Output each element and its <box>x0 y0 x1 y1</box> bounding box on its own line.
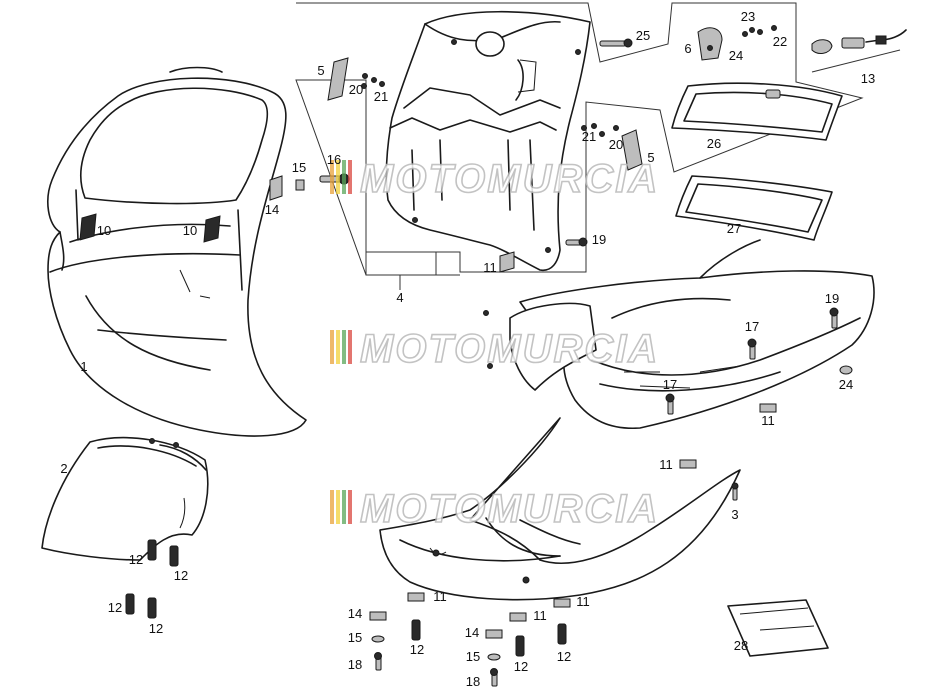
callout-c10b: 10 <box>183 223 197 238</box>
callout-c12b: 12 <box>174 568 188 583</box>
callout-c12d: 12 <box>149 621 163 636</box>
watermark-stripe <box>348 160 352 194</box>
watermark-text: MOTOMURCIA <box>360 157 659 201</box>
callout-c11b: 11 <box>761 413 775 428</box>
callout-c12c: 12 <box>108 600 122 615</box>
watermark-stripe <box>330 160 334 194</box>
callout-c21a: 21 <box>374 89 388 104</box>
watermark-stripe <box>336 490 340 524</box>
watermark-stripe <box>342 490 346 524</box>
callout-c27: 27 <box>727 221 741 236</box>
callout-c17b: 17 <box>663 377 677 392</box>
callout-c18b: 18 <box>466 674 480 689</box>
callout-c18a: 18 <box>348 657 362 672</box>
tray-lid-part <box>671 82 843 141</box>
callout-c10a: 10 <box>97 223 111 238</box>
callout-c5a: 5 <box>317 63 324 78</box>
callout-c11a: 11 <box>483 260 497 275</box>
callout-c4: 4 <box>396 290 403 305</box>
callout-c15a: 15 <box>292 160 306 175</box>
callout-c25: 25 <box>636 28 650 43</box>
watermark-stripe <box>348 330 352 364</box>
callout-c6: 6 <box>684 41 691 56</box>
front-mudguard-part <box>41 436 209 561</box>
watermark-layer: MOTOMURCIA MOTOMURCIA MOTOMURCIA <box>330 156 659 532</box>
callout-c11d: 11 <box>433 589 447 604</box>
leg-shield-inner-part <box>385 10 591 272</box>
callout-c14c: 14 <box>465 625 479 640</box>
leg-shield-hardware-left <box>269 57 385 201</box>
callout-c12e: 12 <box>410 642 424 657</box>
callout-c12g: 12 <box>557 649 571 664</box>
callout-c12a: 12 <box>129 552 143 567</box>
callout-c16: 16 <box>327 152 341 167</box>
callout-c5b: 5 <box>647 150 654 165</box>
callout-c13: 13 <box>861 71 875 86</box>
front-shield-part <box>47 66 307 437</box>
underbody-part <box>379 417 741 601</box>
watermark-stripe <box>342 330 346 364</box>
callout-c24a: 24 <box>729 48 743 63</box>
callout-c11e: 11 <box>533 608 547 623</box>
callout-c19b: 19 <box>825 291 839 306</box>
callout-c17a: 17 <box>745 319 759 334</box>
callout-c26: 26 <box>707 136 721 151</box>
callout-c24b: 24 <box>839 377 853 392</box>
hook-and-cable-parts <box>697 25 907 73</box>
callout-c22: 22 <box>773 34 787 49</box>
callout-c28: 28 <box>734 638 748 653</box>
leg-shield-hardware-right <box>499 38 643 273</box>
instruction-sheet-part <box>727 599 829 657</box>
fastener-set-bottom <box>125 539 571 687</box>
watermark-1: MOTOMURCIA <box>330 156 659 202</box>
watermark-text: MOTOMURCIA <box>360 487 659 531</box>
callout-c3: 3 <box>731 507 738 522</box>
callout-c15c: 15 <box>466 649 480 664</box>
watermark-text: MOTOMURCIA <box>360 327 659 371</box>
floorboard-part <box>483 239 875 469</box>
watermark-stripe <box>348 490 352 524</box>
callout-c21b: 21 <box>582 129 596 144</box>
watermark-stripe <box>330 490 334 524</box>
callout-c11c: 11 <box>659 457 673 472</box>
callout-c19a: 19 <box>592 232 606 247</box>
callout-c14a: 14 <box>265 202 279 217</box>
watermark-stripe <box>336 160 340 194</box>
watermark-stripe <box>342 160 346 194</box>
callout-c1: 1 <box>80 359 87 374</box>
callout-c2: 2 <box>60 461 67 476</box>
callout-c14b: 14 <box>348 606 362 621</box>
callout-c11f: 11 <box>576 594 590 609</box>
callout-c23: 23 <box>741 9 755 24</box>
watermark-stripe <box>336 330 340 364</box>
rubber-seal-part <box>675 175 833 241</box>
callout-c15b: 15 <box>348 630 362 645</box>
watermark-stripe <box>330 330 334 364</box>
watermark-2: MOTOMURCIA <box>330 326 659 372</box>
callout-c20b: 20 <box>609 137 623 152</box>
watermark-3: MOTOMURCIA <box>330 486 659 532</box>
callout-c12f: 12 <box>514 659 528 674</box>
callout-c20a: 20 <box>349 82 363 97</box>
